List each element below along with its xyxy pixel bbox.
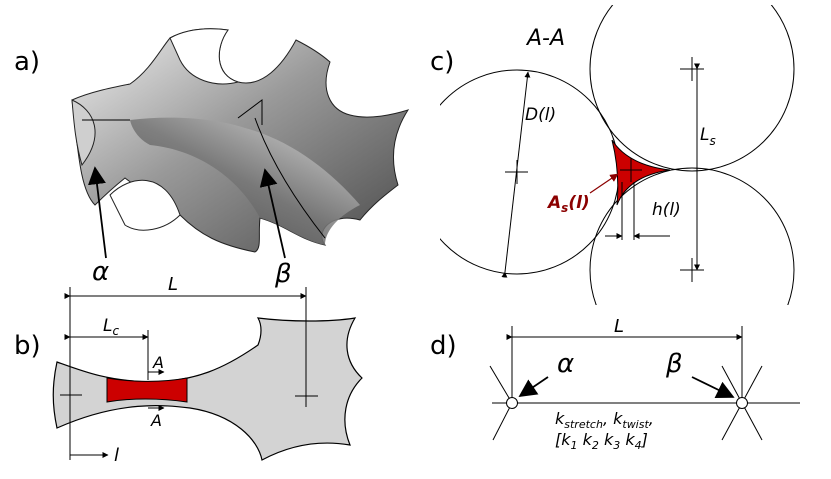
panel-c-red-triangle	[611, 139, 671, 206]
panel-c-Ls-label: Ls	[700, 125, 716, 148]
panel-d-right-spoke-1	[721, 402, 743, 441]
panel-a-ridge-2	[237, 99, 263, 125]
panel-c-top-circle	[589, 5, 795, 172]
panel-b: b) L Lc A A l	[14, 274, 363, 466]
panel-d-alpha-node	[506, 397, 518, 409]
panel-d-k-line-2: [k1 k2 k3 k4]	[555, 430, 648, 452]
panel-b-label: b)	[14, 331, 41, 361]
panel-c-bottom-circle	[589, 167, 795, 305]
panel-a-beta-arrow	[259, 168, 286, 259]
panel-d: d) L α β kstretch, ktwist, [k1 k2 k3 k4]	[430, 316, 800, 452]
panel-a-label: a)	[14, 47, 40, 77]
panel-a: a) α β	[14, 28, 410, 289]
panel-d-beta-node	[736, 397, 748, 409]
panel-a-hole-left	[71, 99, 96, 167]
panel-c-D-label: D(l)	[525, 105, 556, 125]
panel-b-l-label: l	[114, 445, 119, 466]
panel-c-section-label: A-A	[525, 26, 565, 51]
panel-a-beta-label: β	[274, 259, 292, 289]
panel-a-alpha-arrow	[88, 166, 107, 259]
panel-d-right-spoke-4	[741, 365, 763, 404]
panel-a-inner-shade	[130, 117, 360, 245]
panel-d-beta-label: β	[665, 349, 683, 379]
panel-a-hole-top	[169, 28, 240, 85]
panel-a-hole-bottom	[109, 179, 181, 231]
panel-d-left-spoke-2	[489, 365, 513, 404]
panel-c-As-arrow	[589, 173, 619, 194]
panel-c: c) A-A D(l) Ls h(l) As(l)	[430, 5, 795, 305]
panel-c-h-label: h(l)	[652, 200, 681, 220]
panel-c-label: c)	[430, 47, 454, 77]
panel-a-alpha-label: α	[92, 257, 109, 287]
panel-b-A-top-label: A	[152, 353, 164, 372]
panel-c-As-label: As(l)	[546, 193, 590, 215]
panel-d-left-spoke-1	[492, 402, 513, 441]
panel-d-label: d)	[430, 331, 457, 361]
panel-b-strut-shape	[52, 317, 363, 461]
panel-d-right-spoke-2	[741, 402, 763, 441]
panel-b-red-region	[106, 377, 188, 403]
panel-d-k-line-1: kstretch, ktwist,	[555, 409, 654, 431]
panel-d-alpha-label: α	[557, 349, 574, 379]
panel-b-A-bottom-label: A	[150, 411, 162, 430]
panel-a-ridge	[254, 117, 326, 239]
panel-b-L-label: L	[168, 274, 178, 295]
panel-b-Lc-label: Lc	[103, 316, 119, 338]
panel-d-beta-arrow	[691, 376, 735, 398]
panel-d-alpha-arrow	[518, 376, 549, 398]
panel-c-D-dimension	[501, 71, 531, 278]
panel-d-L-label: L	[614, 316, 624, 337]
